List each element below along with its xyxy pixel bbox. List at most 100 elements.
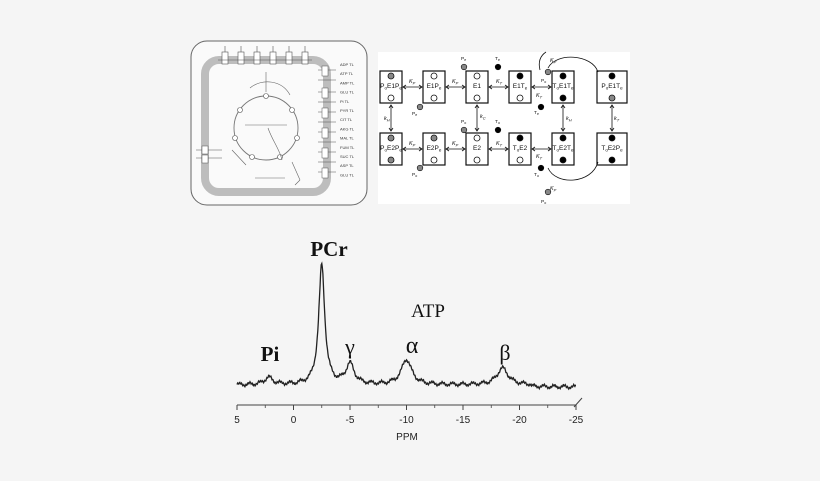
state-box-bottom-1 (379, 132, 403, 166)
binding-site (516, 72, 524, 80)
left-transporters (196, 145, 222, 164)
ligand-dot (544, 68, 552, 76)
peak-label-pi: Pi (261, 342, 280, 366)
transporter-label: AKG TL (340, 126, 355, 131)
state-label: E1Pe (427, 83, 442, 91)
ligand-dot (494, 126, 502, 134)
transporter-label: ATP TL (340, 71, 354, 76)
rate-constant-label: kC (480, 114, 486, 121)
arrowhead (402, 84, 423, 90)
binding-site (430, 134, 438, 142)
transporter-label: MAL TL (340, 136, 355, 141)
transporter-label: FUM TL (340, 145, 355, 150)
binding-site (559, 72, 567, 80)
rate-constant-label: KT (536, 93, 543, 100)
arrowhead (531, 84, 552, 90)
ligand-label: Te (534, 110, 539, 116)
transporter-label: Pi TL (340, 99, 350, 104)
state-box-top-4 (508, 70, 532, 104)
tca-nodes (232, 93, 300, 160)
x-tick-label: -15 (456, 415, 471, 426)
curved-arrow (538, 51, 547, 71)
transporter-label: SUC TL (340, 154, 355, 159)
curved-arrow (547, 161, 599, 181)
x-tick-label: -10 (399, 415, 414, 426)
binding-site (473, 156, 481, 164)
binding-site (608, 156, 616, 164)
binding-site (473, 134, 481, 142)
arrowhead (488, 146, 509, 152)
binding-site (473, 72, 481, 80)
binding-site (608, 134, 616, 142)
arrowhead (388, 104, 394, 132)
transporter-label: GLU TL (340, 172, 355, 177)
state-label: ToE2Pe (601, 145, 623, 153)
arrowhead (531, 146, 552, 152)
binding-site (608, 72, 616, 80)
binding-site (559, 134, 567, 142)
ligand-label: Pe (412, 111, 417, 117)
peak-label-alpha: α (406, 333, 419, 359)
binding-site (387, 134, 395, 142)
ligand-label: Po (541, 78, 546, 84)
binding-site (387, 156, 395, 164)
rate-constant-label: KP (452, 141, 459, 148)
peak-label-pcr: PCr (310, 237, 347, 261)
state-box-bottom-3 (465, 132, 489, 166)
transporter-label: AMP TL (340, 80, 355, 85)
arrowhead (488, 84, 509, 90)
rate-constant-label: KP (550, 58, 557, 65)
binding-site (430, 94, 438, 102)
rate-constant-label: kT (614, 116, 620, 123)
binding-site (559, 94, 567, 102)
arrowhead (609, 104, 615, 132)
transporter-label: PYR TL (340, 108, 355, 113)
x-tick-label: 5 (234, 415, 240, 426)
peak-label-atp: ATP (411, 301, 445, 322)
ligand-label: Po (461, 119, 466, 125)
binding-site (516, 134, 524, 142)
x-tick-label: -5 (346, 415, 355, 426)
binding-site (430, 156, 438, 164)
x-axis-title: PPM (396, 432, 418, 443)
state-label: E2Pe (427, 145, 442, 153)
ligand-label: Pe (461, 56, 466, 62)
rate-constant-label: KP (550, 186, 557, 193)
peak-label-gamma: γ (344, 334, 355, 359)
binding-site (387, 72, 395, 80)
ligand-dot (460, 126, 468, 134)
state-label: PoE2Pe (380, 145, 402, 153)
rate-constant-label: kH (566, 116, 572, 123)
curved-arrow (547, 56, 599, 73)
rate-constant-label: KT (496, 79, 503, 86)
state-box-top-2 (422, 70, 446, 104)
ligand-label: Po (412, 172, 417, 178)
binding-site (473, 94, 481, 102)
rate-constant-label: kH (384, 116, 390, 123)
ligand-dot (494, 63, 502, 71)
x-tick-label: -25 (569, 415, 584, 426)
state-box-top-1 (379, 70, 403, 104)
binding-site (516, 156, 524, 164)
right-transporters (318, 65, 336, 179)
binding-site (387, 94, 395, 102)
rate-constant-label: KP (409, 141, 416, 148)
transporter-label: ASP TL (340, 163, 354, 168)
binding-site (430, 72, 438, 80)
state-label: E1Te (513, 83, 528, 91)
arrowhead (474, 104, 480, 132)
ligand-label: Te (495, 56, 500, 62)
state-label: ToE2Te (553, 145, 574, 153)
rate-constant-label: KT (496, 141, 503, 148)
ligand-dot (537, 164, 545, 172)
rate-constant-label: KP (452, 79, 459, 86)
binding-site (516, 94, 524, 102)
state-label: ToE2 (513, 145, 528, 153)
